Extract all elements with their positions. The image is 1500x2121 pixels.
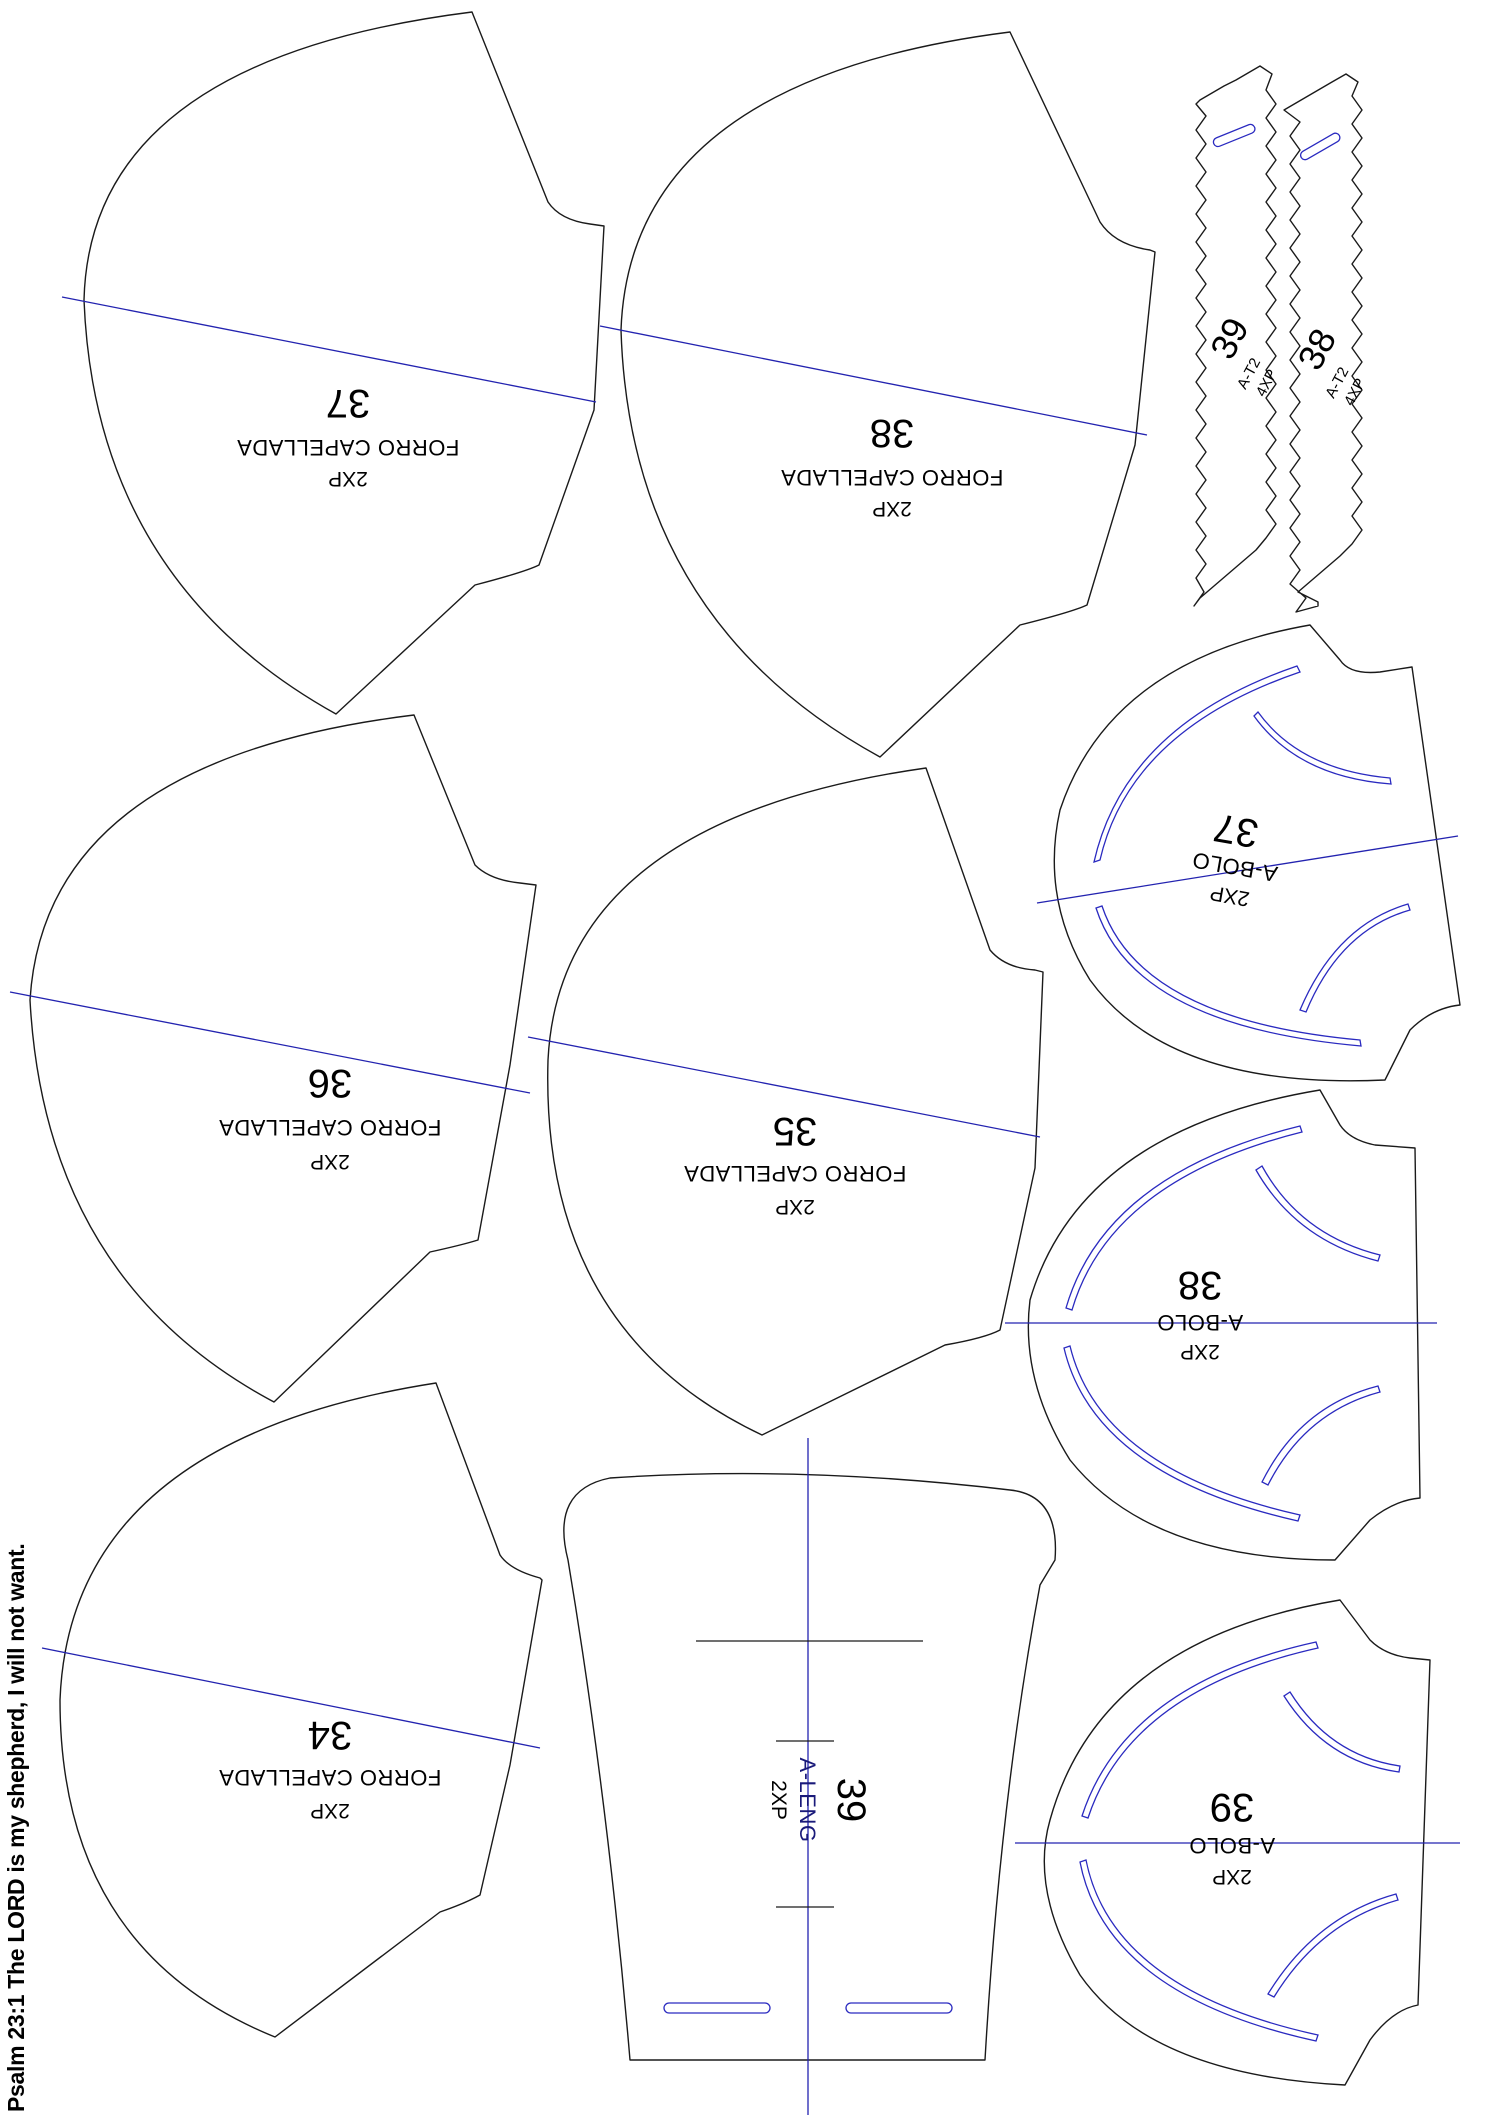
stitch-slot (1065, 1125, 1303, 1311)
center-line (1036, 835, 1459, 904)
pattern-piece-a-t2-39: 39 A-T2 4XP (1193, 65, 1281, 607)
piece-name-label: FORRO CAPELLADA (219, 1115, 442, 1140)
size-label: 37 (1210, 805, 1261, 856)
stitch-slot (1255, 1165, 1381, 1262)
strap-slot (1299, 132, 1341, 161)
quantity-label: 2XP (872, 497, 912, 520)
pattern-piece-a-bolo-39: 39 A-BOLO 2XP (1015, 1599, 1460, 2086)
pattern-piece-a-bolo-37: 37 A-BOLO 2XP (1036, 624, 1461, 1082)
stitch-slot (1063, 1345, 1301, 1522)
cut-outline (1283, 73, 1363, 613)
quantity-label: 2XP (310, 1799, 350, 1822)
quantity-label: 2XP (328, 467, 368, 490)
pattern-piece-forro-capellada-38: 38 FORRO CAPELLADA 2XP (599, 31, 1156, 758)
cut-outline (547, 767, 1044, 1436)
size-label: 36 (308, 1061, 353, 1105)
pattern-piece-forro-capellada-37: 37 FORRO CAPELLADA 2XP (61, 11, 605, 715)
quantity-label: 2XP (775, 1195, 815, 1218)
grain-line (599, 325, 1148, 436)
cut-outline (1193, 65, 1277, 607)
stitch-slot (1095, 905, 1362, 1047)
piece-name-label: A-BOLO (1189, 1833, 1275, 1858)
quantity-label: 2XP (1212, 1865, 1252, 1888)
quantity-label: 2XP (310, 1150, 350, 1173)
cut-outline (59, 1382, 543, 2038)
stitch-slot (1253, 711, 1392, 785)
size-label: 38 (870, 411, 915, 455)
grain-line (527, 1036, 1041, 1138)
grain-line (61, 296, 597, 403)
stitch-slot (845, 2002, 953, 2014)
piece-name-label: A-BOLO (1157, 1310, 1243, 1335)
pattern-piece-a-t2-38: 38 A-T2 4XP (1283, 73, 1369, 613)
pattern-piece-forro-capellada-35: 35 FORRO CAPELLADA 2XP (527, 767, 1044, 1436)
grain-line (41, 1647, 541, 1749)
grain-line (9, 991, 531, 1094)
cut-outline (563, 1472, 1057, 2061)
pattern-piece-a-bolo-38: 38 A-BOLO 2XP (1005, 1089, 1437, 1561)
size-label: 37 (326, 381, 371, 425)
quantity-label: 2XP (767, 1780, 790, 1820)
cut-outline (29, 714, 537, 1403)
piece-name-label: FORRO CAPELLADA (219, 1765, 442, 1790)
size-label: 39 (829, 1778, 873, 1823)
size-label: 38 (1178, 1263, 1223, 1307)
cut-outline (620, 31, 1156, 758)
stitch-slot (1079, 1859, 1319, 2042)
piece-name-label: FORRO CAPELLADA (237, 435, 460, 460)
quantity-label: 2XP (1180, 1340, 1220, 1363)
cut-outline (83, 11, 605, 715)
pattern-piece-forro-capellada-34: 34 FORRO CAPELLADA 2XP (41, 1382, 543, 2038)
stitch-slot (1093, 665, 1301, 863)
stitch-slot (1283, 1691, 1401, 1773)
pattern-piece-forro-capellada-36: 36 FORRO CAPELLADA 2XP (9, 714, 537, 1403)
size-label: 39 (1210, 1785, 1255, 1829)
piece-name-label: FORRO CAPELLADA (781, 465, 1004, 490)
size-label: 35 (773, 1109, 818, 1153)
stitch-slot (1081, 1641, 1319, 1819)
strap-slot (1212, 123, 1256, 148)
verse-text: Psalm 23:1 The LORD is my shepherd, I wi… (3, 1544, 29, 2112)
piece-name-label: FORRO CAPELLADA (684, 1161, 907, 1186)
stitch-slot (1299, 903, 1411, 1013)
pattern-piece-a-leng-39: 39 A-LENG 2XP (563, 1438, 1057, 2115)
size-label: 34 (308, 1713, 353, 1757)
cut-outline (1053, 624, 1461, 1082)
stitch-slot (1267, 1893, 1399, 1998)
piece-name-label: A-LENG (795, 1758, 820, 1843)
stitch-slot (1261, 1385, 1381, 1486)
stitch-slot (663, 2002, 771, 2014)
